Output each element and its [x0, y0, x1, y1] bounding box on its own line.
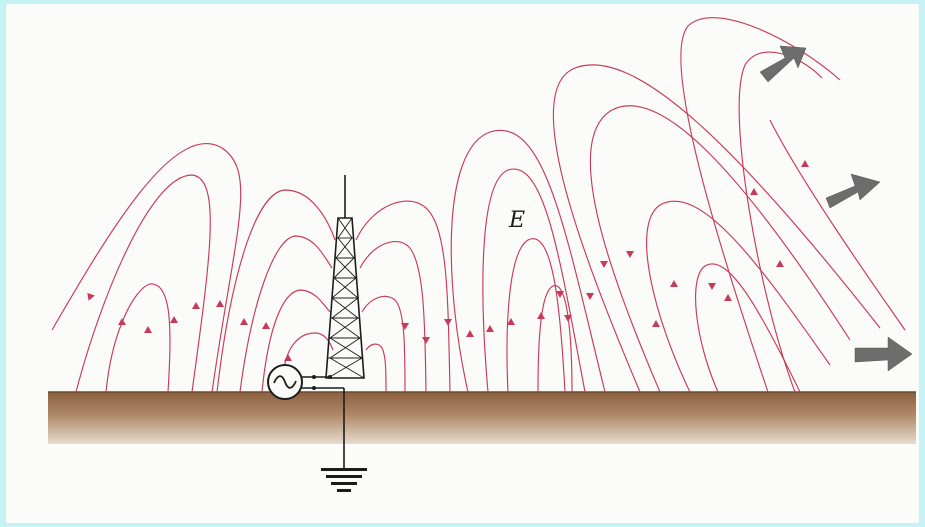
propagation-arrows	[759, 45, 913, 372]
ac-source-icon	[267, 364, 344, 400]
field-direction-arrows	[87, 160, 809, 361]
ground-symbol-icon	[321, 388, 367, 492]
antenna-tower-icon	[325, 175, 365, 379]
ground	[48, 392, 916, 444]
propagation-arrow-icon	[759, 45, 807, 83]
propagation-arrow-icon	[854, 336, 913, 372]
propagation-arrow-icon	[825, 173, 881, 209]
radio-wave-diagram: E	[6, 4, 919, 523]
field-label-e: E	[509, 208, 526, 233]
